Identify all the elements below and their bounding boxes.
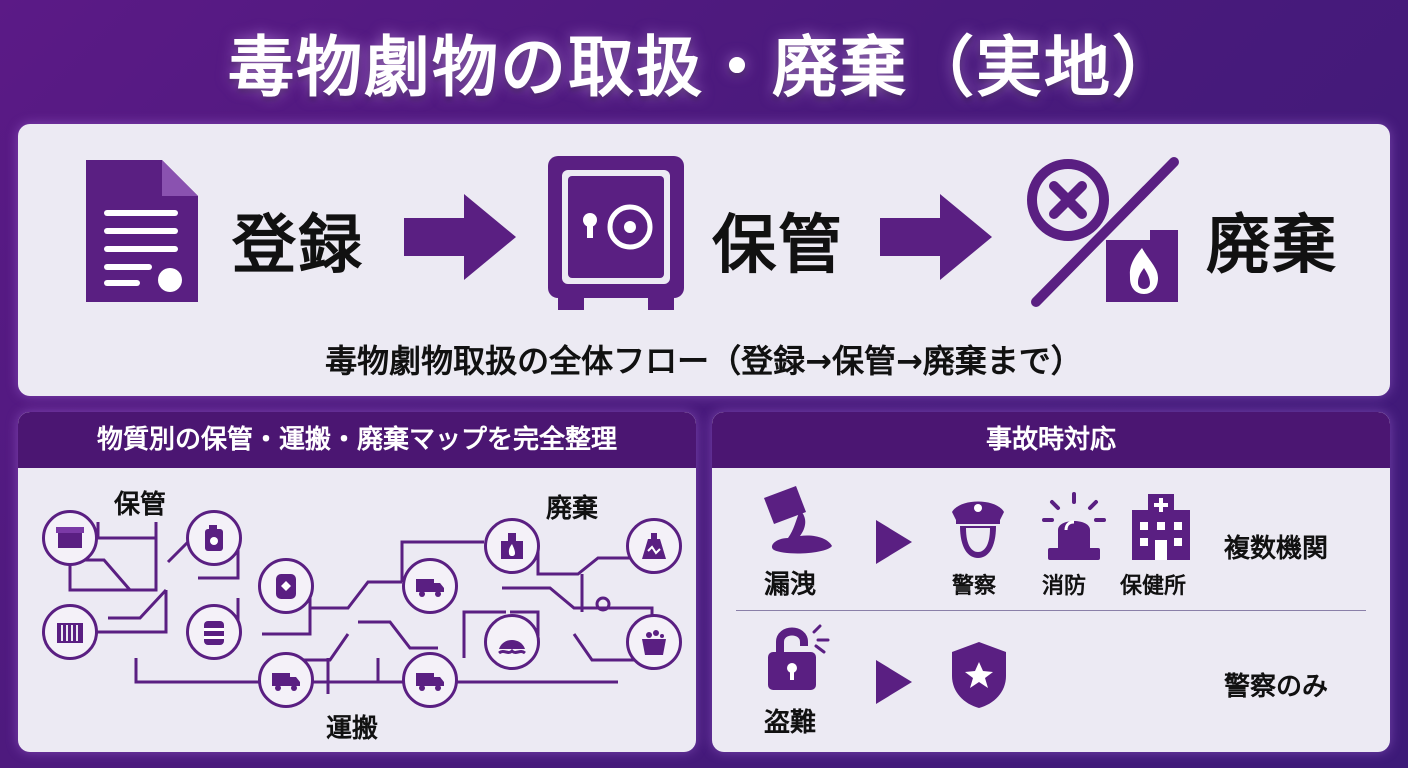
unlocked-padlock-icon (762, 624, 834, 698)
row-divider (736, 610, 1366, 611)
responder-police-label: 警察 (952, 574, 997, 599)
step-register-label: 登録 (232, 209, 364, 283)
map-node-container-icon (42, 604, 98, 660)
arrow-right-icon (404, 194, 516, 284)
play-arrow-icon (876, 520, 912, 568)
hospital-icon (1126, 490, 1196, 566)
police-badge-icon (948, 640, 1010, 714)
map-node-truck-icon (402, 558, 458, 614)
map-node-box-icon (42, 510, 98, 566)
safe-icon (546, 154, 686, 316)
map-node-drum-icon (186, 604, 242, 660)
document-icon (78, 156, 202, 312)
event-theft-label: 盗難 (764, 708, 817, 738)
map-node-waste-bag-icon (626, 518, 682, 574)
map-node-truck-icon (402, 652, 458, 708)
step-disposal-label: 廃棄 (1206, 209, 1338, 283)
police-officer-icon (946, 494, 1010, 566)
disposal-icon (1018, 152, 1188, 316)
group-label-transport: 運搬 (326, 714, 379, 744)
map-node-sludge-icon (484, 614, 540, 670)
result-police-only-label: 警察のみ (1224, 672, 1329, 702)
map-node-incinerator-icon (484, 518, 540, 574)
page-title: 毒物劇物の取扱・廃棄（実地） (228, 29, 1180, 106)
siren-icon (1042, 492, 1106, 566)
map-node-truck-icon (258, 652, 314, 708)
group-label-disposal: 廃棄 (546, 494, 599, 524)
flow-caption: 毒物劇物取扱の全体フロー（登録→保管→廃棄まで） (325, 342, 1083, 380)
map-node-canister-icon (186, 510, 242, 566)
group-label-storage: 保管 (114, 490, 167, 520)
spill-icon (756, 484, 836, 562)
responder-fire-label: 消防 (1042, 574, 1087, 599)
step-storage-label: 保管 (712, 209, 844, 283)
map-node-treatment-tank-icon (626, 614, 682, 670)
accident-panel-header: 事故時対応 (712, 412, 1390, 468)
arrow-right-icon (880, 194, 992, 284)
responder-health-center-label: 保健所 (1120, 574, 1187, 599)
map-panel-header: 物質別の保管・運搬・廃棄マップを完全整理 (18, 412, 696, 468)
substance-map-panel: 物質別の保管・運搬・廃棄マップを完全整理 (18, 412, 696, 752)
play-arrow-icon (876, 660, 912, 708)
event-leak-label: 漏洩 (764, 570, 817, 600)
result-multiple-agencies-label: 複数機関 (1224, 534, 1329, 564)
map-connector-lines (68, 522, 654, 694)
accident-response-panel: 事故時対応 漏洩 警察 消防 (712, 412, 1390, 752)
map-node-tank-icon (258, 558, 314, 614)
flow-panel: 登録 保管 廃棄 毒物劇物取扱の全体フロー（登録→保管→廃 (18, 124, 1390, 396)
